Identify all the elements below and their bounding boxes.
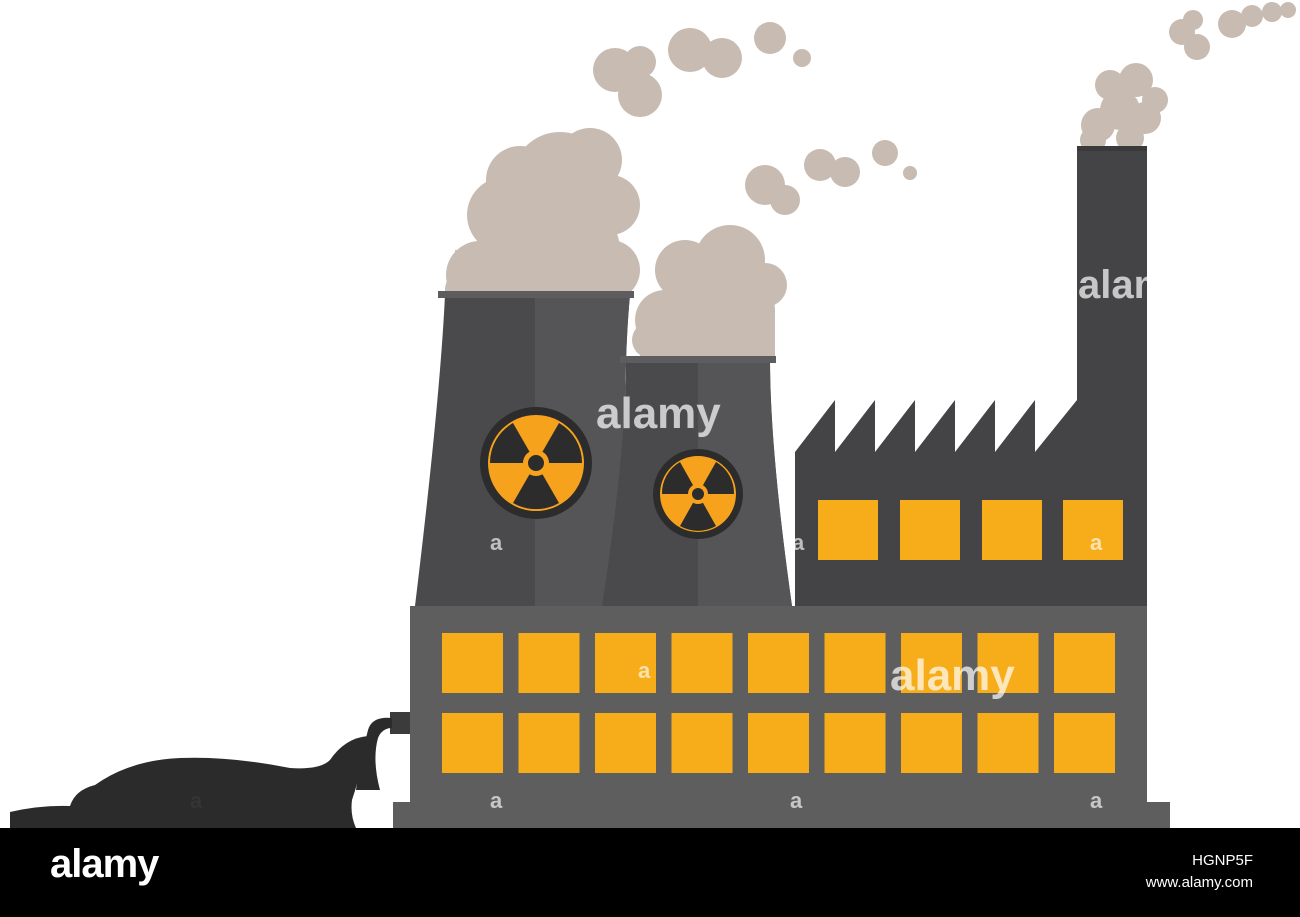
factory-windows <box>818 500 1123 560</box>
building-window <box>824 713 886 773</box>
watermark: a <box>638 658 651 683</box>
smoke-puffs <box>593 22 917 215</box>
stock-footer-bar: alamy HGNP5F www.alamy.com <box>0 828 1300 917</box>
factory-building <box>795 400 1147 606</box>
watermark: a <box>1090 530 1103 555</box>
radiation-icon <box>653 449 743 539</box>
tower-smoke-small <box>632 225 787 358</box>
watermark: alamy <box>1078 263 1192 307</box>
building-window <box>748 633 809 693</box>
tower-smoke-large <box>445 128 640 312</box>
building-window <box>595 633 656 693</box>
building-window <box>901 713 962 773</box>
drain-pipe <box>356 712 410 790</box>
building-window <box>518 633 580 693</box>
building-window <box>1054 633 1115 693</box>
building-window <box>442 713 503 773</box>
building-window <box>518 713 580 773</box>
building-window <box>901 633 962 693</box>
building-window <box>977 713 1039 773</box>
image-id: HGNP5F <box>1192 852 1253 869</box>
site-url: www.alamy.com <box>1145 874 1253 891</box>
watermark: a <box>1090 788 1103 813</box>
building-window <box>442 633 503 693</box>
building-window <box>748 713 809 773</box>
oil-spill <box>10 736 368 828</box>
chimney-smoke <box>1080 2 1296 153</box>
building-window <box>977 633 1039 693</box>
watermark: a <box>792 530 805 555</box>
building-window <box>595 713 656 773</box>
watermark: a <box>190 788 203 813</box>
alamy-logo: alamy <box>50 842 159 886</box>
building-window <box>671 713 733 773</box>
building-window <box>824 633 886 693</box>
main-building-windows <box>442 633 1115 773</box>
building-window <box>671 633 733 693</box>
image-id-block: HGNP5F www.alamy.com <box>1146 850 1253 894</box>
building-window <box>1054 713 1115 773</box>
watermark: alamy <box>596 389 721 438</box>
watermark: a <box>490 530 503 555</box>
watermark: a <box>490 788 503 813</box>
watermark: a <box>790 788 803 813</box>
watermark: alamy <box>890 651 1015 700</box>
radiation-icon <box>480 407 592 519</box>
